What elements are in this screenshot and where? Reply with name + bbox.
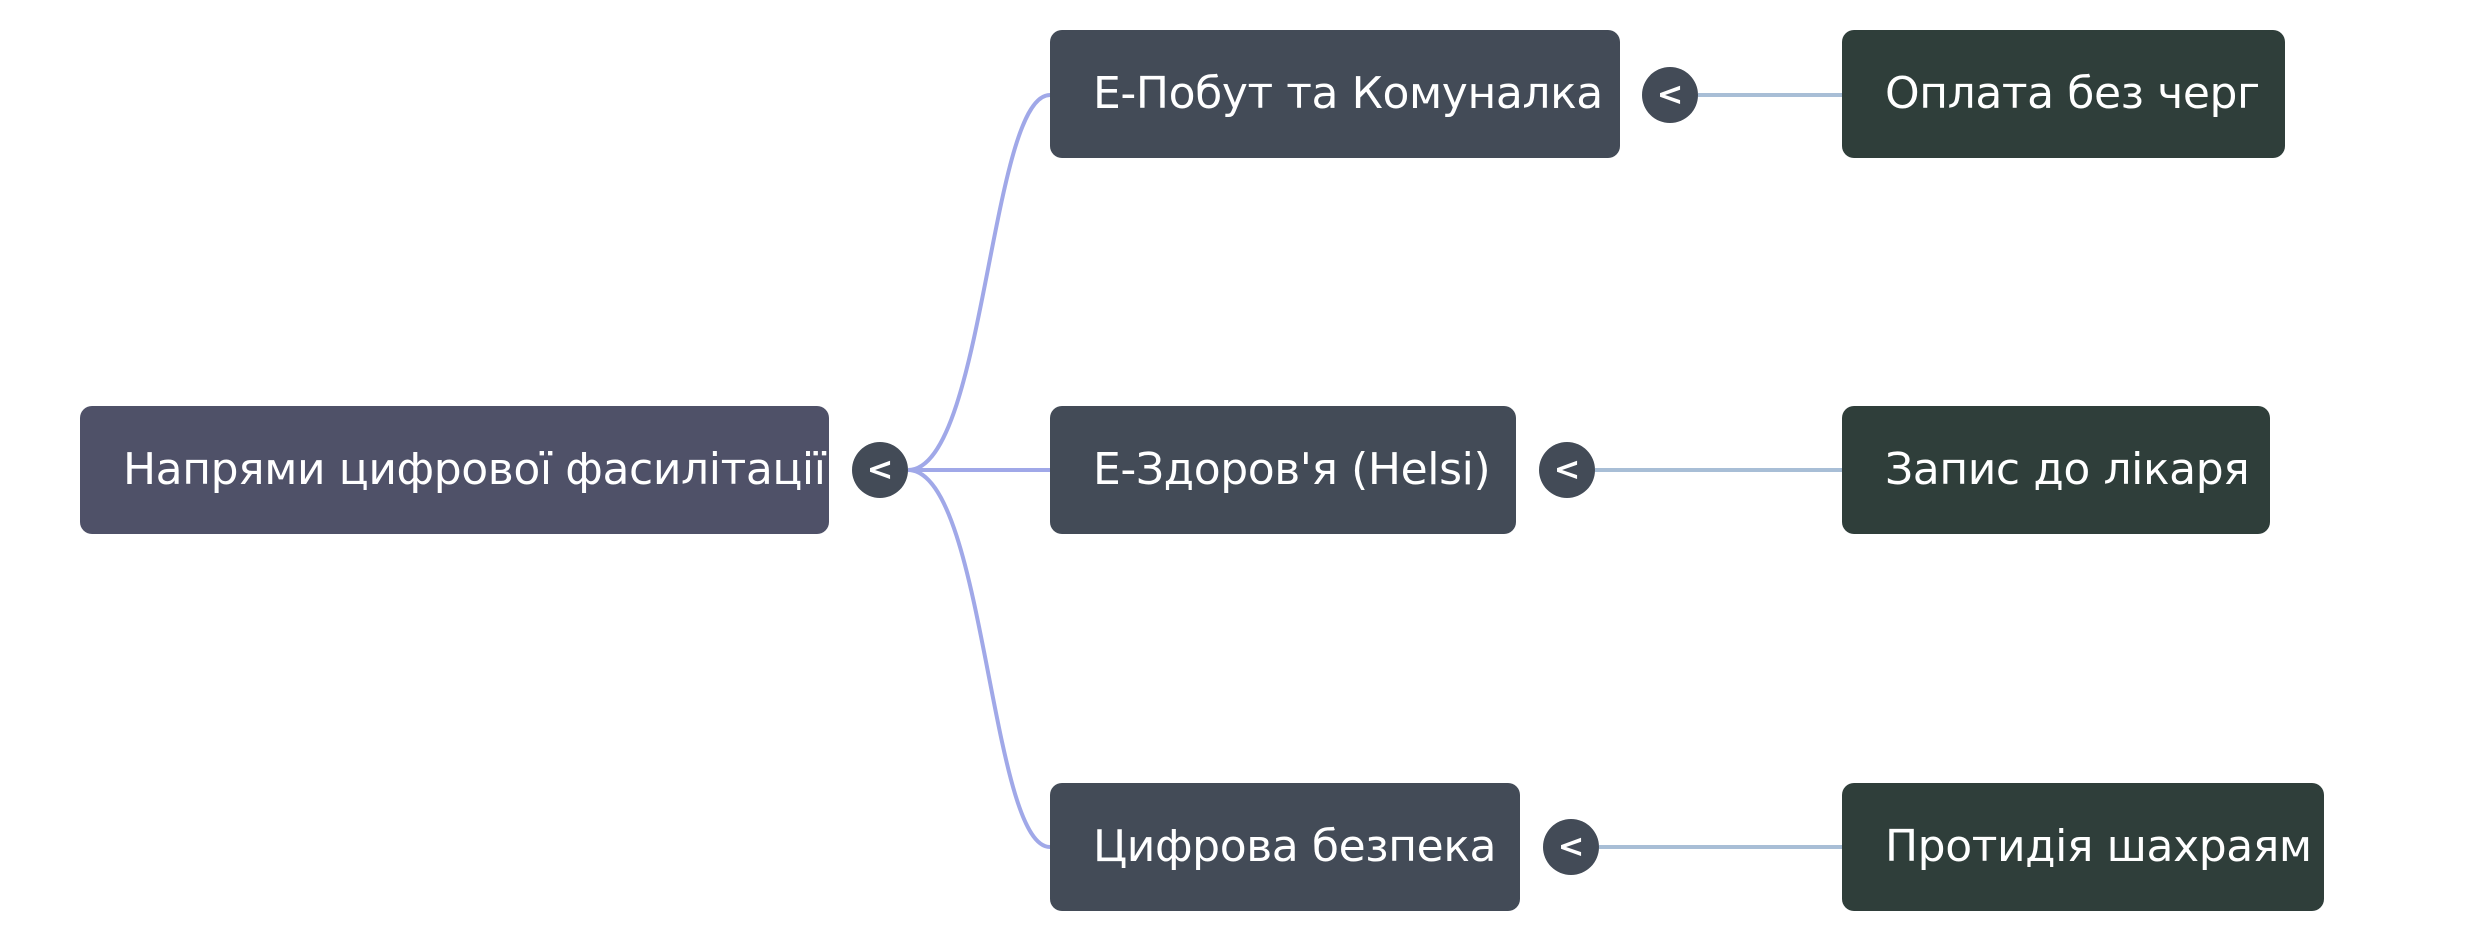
root-node-label: Напрями цифрової фасилітації: [123, 444, 826, 495]
branch-2-collapse-toggle[interactable]: <: [1539, 442, 1595, 498]
branch-node-2-label: Е-Здоров'я (Helsi): [1093, 444, 1491, 495]
leaf-node-3-label: Протидія шахраям: [1885, 821, 2312, 872]
leaf-node-3[interactable]: Протидія шахраям: [1842, 783, 2324, 911]
connector-root-branch-1: [907, 93, 1051, 472]
branch-node-1-label: Е-Побут та Комуналка: [1093, 68, 1603, 119]
leaf-node-1[interactable]: Оплата без черг: [1842, 30, 2285, 158]
branch-node-3[interactable]: Цифрова безпека: [1050, 783, 1520, 911]
leaf-node-2[interactable]: Запис до лікаря: [1842, 406, 2270, 534]
leaf-node-2-label: Запис до лікаря: [1885, 444, 2250, 495]
branch-1-collapse-toggle[interactable]: <: [1642, 67, 1698, 123]
branch-node-3-label: Цифрова безпека: [1093, 821, 1497, 872]
branch-node-1[interactable]: Е-Побут та Комуналка: [1050, 30, 1620, 158]
root-node[interactable]: Напрями цифрової фасилітації: [80, 406, 829, 534]
root-collapse-toggle[interactable]: <: [852, 442, 908, 498]
branch-3-collapse-toggle[interactable]: <: [1543, 819, 1599, 875]
leaf-node-1-label: Оплата без черг: [1885, 68, 2260, 119]
branch-node-2[interactable]: Е-Здоров'я (Helsi): [1050, 406, 1516, 534]
connector-root-branch-3: [907, 468, 1051, 849]
